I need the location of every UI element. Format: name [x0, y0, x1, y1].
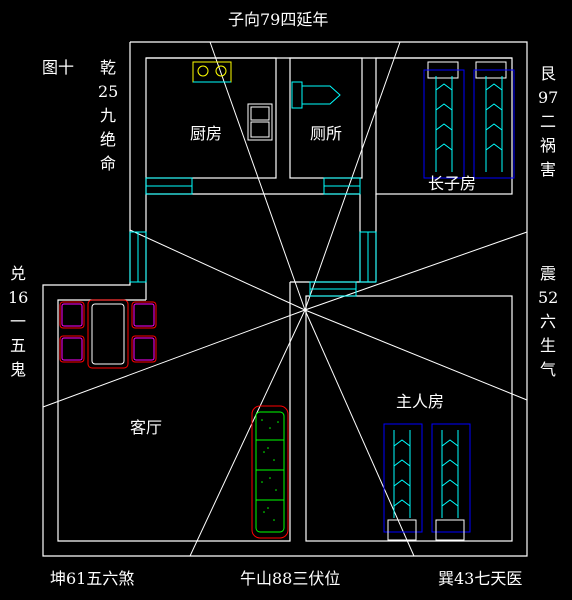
direction-north: 子向79四延年	[228, 10, 329, 29]
direction-northeast: 艮 97 二 祸 害	[538, 64, 559, 179]
master-room-beds	[383, 423, 471, 541]
direction-south: 午山88三伏位	[240, 569, 341, 588]
room-label-master: 主人房	[396, 392, 445, 411]
outer-wall	[42, 41, 528, 557]
windows	[129, 177, 377, 297]
toilet-fixture	[291, 81, 341, 109]
sink	[247, 103, 273, 141]
room-label-living: 客厅	[130, 418, 163, 437]
stove	[192, 61, 232, 83]
master-room-wall	[305, 295, 513, 542]
direction-west: 兑 16 一 五 鬼	[8, 264, 29, 379]
dining-table	[59, 299, 157, 369]
direction-northwest: 乾 25 九 绝 命	[98, 58, 119, 173]
kitchen-wall	[145, 57, 277, 179]
room-label-eldest-son: 长子房	[428, 174, 477, 193]
living-room-wall	[57, 282, 291, 542]
son-room-beds	[423, 61, 515, 179]
room-label-toilet: 厕所	[310, 124, 343, 143]
room-label-kitchen: 厨房	[190, 124, 223, 143]
direction-southeast: 巽43七天医	[438, 569, 523, 588]
direction-lines	[42, 41, 528, 557]
son-room-wall	[375, 57, 513, 195]
direction-east: 震 52 六 生 气	[538, 264, 559, 379]
toilet-wall	[289, 57, 363, 179]
direction-southwest: 坤61五六煞	[50, 569, 135, 588]
sofa	[251, 405, 289, 539]
figure-label: 图十	[42, 58, 75, 77]
